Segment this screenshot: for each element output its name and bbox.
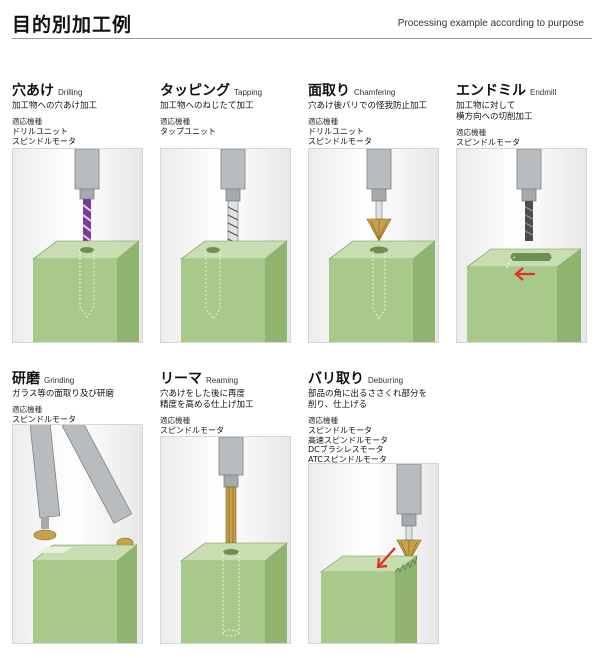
grinding-illustration [12,424,143,644]
card-description: 部品の角に出るささくれ部分を 削り、仕上げる [308,389,428,410]
reaming-illustration [160,436,291,644]
machine-item: スピンドルモータ [12,136,76,146]
machine-item: ATCスピンドルモータ [308,454,387,464]
machines-list: タップユニット [160,127,291,137]
machines-label: 適応機種 [12,405,42,414]
machines-label: 適応機種 [308,117,338,126]
machines-list: スピンドルモータ [12,415,143,425]
direction-arrow-icon [514,267,535,281]
machines-list: スピンドルモータ [160,426,291,436]
card-title-en: Deburring [368,376,404,385]
card-description: 穴あけ後バリでの怪我防止加工 [308,101,428,111]
spindle-right-icon [61,425,134,549]
machines-label: 適応機種 [160,416,190,425]
card-title-en: Reaming [206,376,239,385]
card-description: 加工物に対して 横方向への切削加工 [456,101,533,122]
card-title-en: Chamfering [354,88,396,97]
reamer-icon [225,486,237,544]
machine-item: DCブラシレスモータ [308,445,384,454]
spindle-left-icon [29,425,61,541]
machine-item: スピンドルモータ [12,415,76,424]
machines-list: スピンドルモータ 高速スピンドルモータ DCブラシレスモータ ATCスピンドルモ… [308,426,439,464]
endmill-illustration [456,148,587,343]
card-title-en: Endmill [530,88,557,97]
endmill-cutter-icon [524,201,534,241]
chamfering-illustration [308,148,439,343]
card-description: 加工物へのねじたて加工 [160,101,254,111]
machines-list: ドリルユニット スピンドルモータ [308,127,439,146]
machine-item: スピンドルモータ [456,138,520,147]
machine-item: タップユニット [160,127,216,136]
machines-label: 適応機種 [12,117,42,126]
machines-list: ドリルユニット スピンドルモータ [12,127,143,146]
card-title-en: Drilling [58,88,83,97]
deburring-illustration [308,463,439,644]
header-divider [12,38,592,39]
machines-label: 適応機種 [308,416,338,425]
machine-item: スピンドルモータ [308,136,372,146]
page-title: 目的別加工例 [12,14,133,36]
machines-list: スピンドルモータ [456,138,587,148]
machine-item: スピンドルモータ [308,426,372,435]
card-description: 穴あけをした後に再度 精度を高める仕上げ加工 [160,389,254,410]
countersink-icon [366,200,392,242]
page-subtitle: Processing example according to purpose [397,18,584,29]
tapping-illustration [160,148,291,343]
machines-label: 適応機種 [456,128,486,137]
machine-item: 高速スピンドルモータ [308,435,388,445]
machine-item: ドリルユニット [12,127,68,136]
direction-arrow-icon [376,547,396,569]
card-description: 加工物への穴あけ加工 [12,101,98,111]
page-header: 目的別加工例 Processing example according to p… [0,0,600,44]
machines-label: 適応機種 [160,117,190,126]
machine-item: スピンドルモータ [160,426,224,435]
drilling-illustration [12,148,143,343]
machine-item: ドリルユニット [308,127,364,136]
card-title-en: Tapping [234,88,263,97]
card-title-en: Grinding [44,376,75,385]
card-description: ガラス等の面取り及び研磨 [12,389,114,399]
